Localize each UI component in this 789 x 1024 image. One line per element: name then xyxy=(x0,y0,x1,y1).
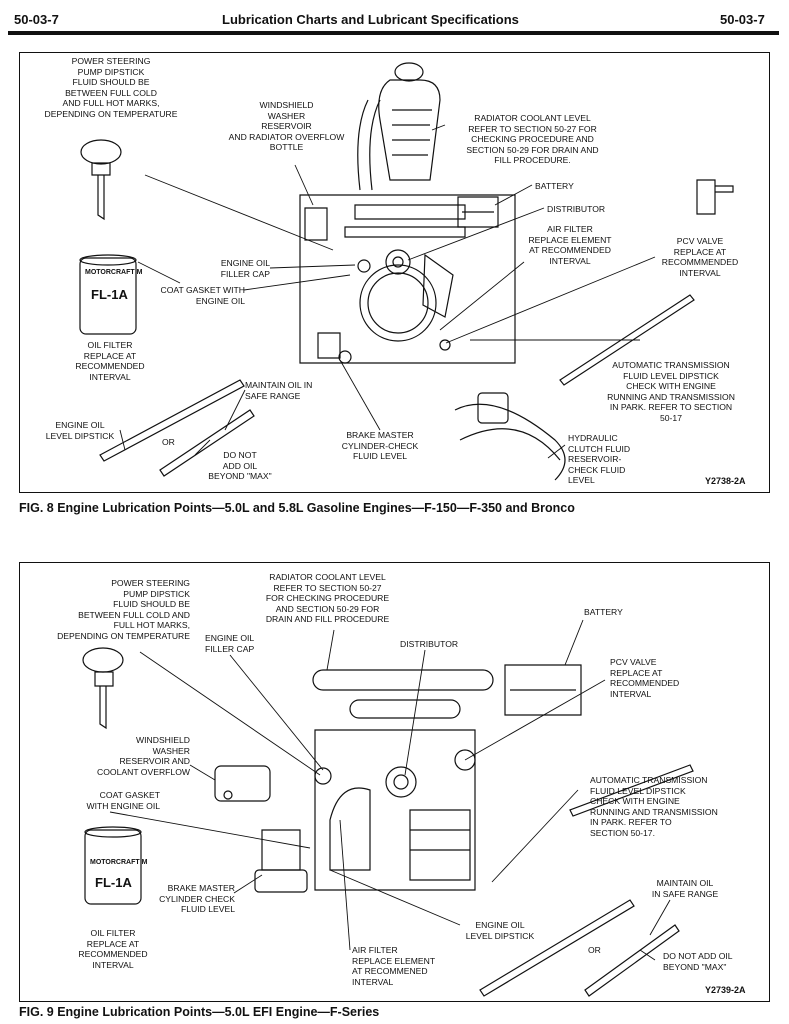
fig9-label-auto-trans: AUTOMATIC TRANSMISSION FLUID LEVEL DIPST… xyxy=(590,775,718,838)
fig9-label-windshield-washer: WINDSHIELD WASHER RESERVOIR AND COOLANT … xyxy=(97,735,190,777)
fig9-label-brake-master: BRAKE MASTER CYLINDER CHECK FLUID LEVEL xyxy=(159,883,235,914)
figure-8-frame xyxy=(19,52,770,493)
fig9-label-maintain-oil: MAINTAIN OIL IN SAFE RANGE xyxy=(651,878,719,899)
page-title: Lubrication Charts and Lubricant Specifi… xyxy=(222,12,519,27)
page-number-left: 50-03-7 xyxy=(14,12,59,27)
fig8-label-do-not-add: DO NOT ADD OIL BEYOND "MAX" xyxy=(208,450,272,481)
fig9-filter-model: FL-1A xyxy=(95,875,132,890)
fig9-label-or: OR xyxy=(588,945,601,955)
fig8-label-radiator-coolant: RADIATOR COOLANT LEVEL REFER TO SECTION … xyxy=(466,113,599,165)
fig8-label-maintain-oil: MAINTAIN OIL IN SAFE RANGE xyxy=(245,380,313,401)
fig9-label-distributor: DISTRIBUTOR xyxy=(400,639,459,649)
fig8-label-brake-master: BRAKE MASTER CYLINDER-CHECK FLUID LEVEL xyxy=(341,430,419,461)
page-number-right: 50-03-7 xyxy=(720,12,765,27)
fig8-filter-brand: Motorcraft M xyxy=(85,269,143,276)
fig8-label-oil-filler-cap: ENGINE OIL FILLER CAP xyxy=(220,258,270,279)
fig9-label-air-filter: AIR FILTER REPLACE ELEMENT AT RECOMMENED… xyxy=(352,945,436,987)
fig9-label-battery: BATTERY xyxy=(584,607,623,617)
fig8-label-battery: BATTERY xyxy=(535,181,574,191)
fig8-label-windshield-washer: WINDSHIELD WASHER RESERVOIR AND RADIATOR… xyxy=(228,100,345,152)
fig8-label-coat-gasket: COAT GASKET WITH ENGINE OIL xyxy=(160,285,245,306)
fig8-label-power-steering: POWER STEERING PUMP DIPSTICK FLUID SHOUL… xyxy=(44,56,178,119)
fig9-label-coat-gasket: COAT GASKET WITH ENGINE OIL xyxy=(86,790,160,811)
fig8-label-auto-trans: AUTOMATIC TRANSMISSION FLUID LEVEL DIPST… xyxy=(607,360,735,423)
figure-9-caption: FIG. 9 Engine Lubrication Points—5.0L EF… xyxy=(19,1005,380,1019)
fig8-label-oil-filter: OIL FILTER REPLACE AT RECOMMENDED INTERV… xyxy=(75,340,145,382)
fig8-label-hydraulic-clutch: HYDRAULIC CLUTCH FLUID RESERVOIR- CHECK … xyxy=(568,433,631,485)
fig8-filter-model: FL-1A xyxy=(91,287,128,302)
fig9-label-power-steering: POWER STEERING PUMP DIPSTICK FLUID SHOUL… xyxy=(57,578,190,641)
fig8-label-or: OR xyxy=(162,437,175,447)
fig9-figure-code: Y2739-2A xyxy=(705,985,746,995)
fig9-label-do-not-add: DO NOT ADD OIL BEYOND "MAX" xyxy=(663,951,733,972)
fig8-label-air-filter: AIR FILTER REPLACE ELEMENT AT RECOMMENDE… xyxy=(528,224,612,266)
fig9-label-oil-filler-cap: ENGINE OIL FILLER CAP xyxy=(205,633,255,654)
header-rule xyxy=(8,31,779,35)
figure-8-caption: FIG. 8 Engine Lubrication Points—5.0L an… xyxy=(19,501,575,515)
figure-9-frame xyxy=(19,562,770,1002)
fig8-label-oil-dipstick: ENGINE OIL LEVEL DIPSTICK xyxy=(45,420,115,441)
fig8-label-pcv-valve: PCV VALVE REPLACE AT RECOMMMENDED INTERV… xyxy=(661,236,739,278)
fig8-label-distributor: DISTRIBUTOR xyxy=(547,204,606,214)
fig9-label-oil-filter: OIL FILTER REPLACE AT RECOMMENDED INTERV… xyxy=(78,928,148,970)
fig8-figure-code: Y2738-2A xyxy=(705,476,746,486)
engine-block-outline xyxy=(300,195,515,363)
fig9-label-radiator-coolant: RADIATOR COOLANT LEVEL REFER TO SECTION … xyxy=(265,572,390,624)
fig9-label-oil-dipstick: ENGINE OIL LEVEL DIPSTICK xyxy=(465,920,535,941)
fig9-label-pcv-valve: PCV VALVE REPLACE AT RECOMMENDED INTERVA… xyxy=(610,657,680,699)
fig9-filter-brand: Motorcraft M xyxy=(90,859,148,866)
